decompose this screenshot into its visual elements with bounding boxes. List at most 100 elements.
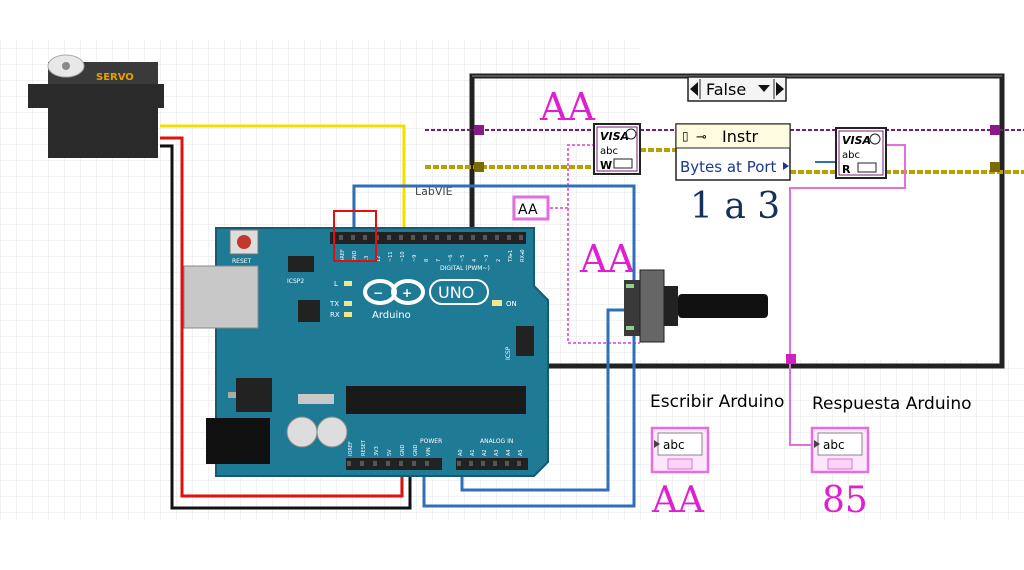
- pot-shaft[interactable]: [678, 294, 768, 318]
- atmega-chip: [346, 386, 526, 414]
- minus-icon: −: [373, 286, 383, 300]
- header-pin[interactable]: [447, 235, 451, 240]
- decrement-arrow-icon[interactable]: [690, 82, 698, 96]
- digital-label: DIGITAL (PWM~): [440, 265, 490, 272]
- read-indicator[interactable]: abc: [810, 426, 870, 474]
- clock-icon: [869, 133, 881, 145]
- header-pin[interactable]: [481, 461, 485, 466]
- icsp2-header: [288, 256, 314, 272]
- header-pin[interactable]: [505, 461, 509, 466]
- capacitor-2: [316, 416, 348, 448]
- annotation-aa-bottom: AA: [651, 480, 705, 521]
- instrument-icon: [857, 162, 877, 173]
- header-pin[interactable]: [469, 461, 473, 466]
- header-pin[interactable]: [373, 461, 377, 466]
- header-pin[interactable]: [493, 461, 497, 466]
- property-node[interactable]: ▯ ⊸ Instr Bytes at Port: [675, 123, 791, 181]
- visa-write-node[interactable]: VISA abc W: [593, 123, 641, 175]
- visa-read-abc: abc: [842, 150, 860, 161]
- pin-label: A4: [506, 449, 512, 456]
- header-pin[interactable]: [363, 235, 367, 240]
- analog-header: [456, 458, 528, 470]
- pin-label: 3V3: [374, 446, 380, 456]
- property-node-item: Bytes at Port: [680, 158, 777, 176]
- string-constant[interactable]: AA: [512, 195, 550, 221]
- pin-label: GND: [352, 250, 358, 262]
- led-on: [492, 300, 502, 306]
- increment-arrow-icon[interactable]: [776, 82, 784, 96]
- potentiometer[interactable]: [624, 269, 768, 343]
- header-pin[interactable]: [457, 461, 461, 466]
- string-constant-value: AA: [518, 202, 538, 218]
- header-pin[interactable]: [339, 235, 343, 240]
- pin-label: 13: [364, 256, 370, 262]
- servo-power-wire: [160, 136, 404, 498]
- crystal: [298, 394, 334, 404]
- visa-read-letter: R: [842, 163, 851, 176]
- highlight-box: [333, 210, 377, 262]
- servo-screw-icon: [62, 62, 70, 70]
- visa-write-title: VISA: [600, 130, 629, 143]
- pin-label: 7: [436, 259, 442, 262]
- header-pin[interactable]: [386, 461, 390, 466]
- header-pin[interactable]: [387, 235, 391, 240]
- instrument-icon: [613, 158, 633, 169]
- header-pin[interactable]: [425, 461, 429, 466]
- tunnel-visa-out: [990, 125, 1000, 135]
- tunnel-error-out: [990, 162, 1000, 172]
- header-pin[interactable]: [412, 461, 416, 466]
- tunnel-error-in: [474, 162, 484, 172]
- case-selector[interactable]: False: [687, 76, 787, 102]
- pot-collar: [664, 286, 678, 326]
- clock-icon: [625, 128, 637, 140]
- input-terminal-icon: [814, 440, 820, 448]
- digital-header-right: [428, 232, 526, 244]
- dropdown-arrow-icon[interactable]: [758, 85, 770, 92]
- servo-motor[interactable]: SERVO: [28, 54, 164, 158]
- pin-label: ~10: [400, 251, 406, 262]
- header-pin[interactable]: [351, 235, 355, 240]
- header-pin[interactable]: [360, 461, 364, 466]
- header-pin[interactable]: [459, 235, 463, 240]
- visa-read-node[interactable]: VISA abc R: [835, 127, 887, 179]
- usb-chip: [298, 300, 320, 322]
- led-rx-label: RX: [330, 311, 340, 319]
- reset-button-cap[interactable]: [237, 235, 251, 249]
- pin-label: A2: [482, 449, 488, 456]
- error-cluster-wire: [425, 148, 1024, 174]
- header-pin[interactable]: [519, 235, 523, 240]
- header-pin[interactable]: [483, 235, 487, 240]
- header-pin[interactable]: [423, 235, 427, 240]
- read-indicator-label: Respuesta Arduino: [812, 394, 972, 414]
- case-structure[interactable]: [469, 73, 1005, 369]
- visa-read-title: VISA: [842, 134, 871, 147]
- pin-label: TX▸1: [508, 250, 514, 263]
- wrench-icon: ⊸: [696, 130, 707, 145]
- power-label: POWER: [420, 438, 442, 445]
- header-pin[interactable]: [517, 461, 521, 466]
- icsp2-label: ICSP2: [287, 278, 304, 285]
- header-pin[interactable]: [495, 235, 499, 240]
- property-node-title: Instr: [722, 127, 758, 146]
- output-terminal-icon: [783, 162, 789, 170]
- header-pin[interactable]: [399, 235, 403, 240]
- header-pin[interactable]: [347, 461, 351, 466]
- pin-label: A5: [518, 449, 524, 456]
- led-l-label: L: [334, 280, 338, 288]
- header-pin[interactable]: [411, 235, 415, 240]
- header-pin[interactable]: [399, 461, 403, 466]
- write-indicator[interactable]: abc: [650, 426, 710, 474]
- led-tx: [344, 301, 352, 306]
- arduino-logo: − +: [363, 279, 425, 305]
- servo-label: SERVO: [96, 72, 134, 83]
- pin-label: A1: [470, 449, 476, 456]
- header-pin[interactable]: [471, 235, 475, 240]
- case-selector-label: False: [706, 80, 746, 99]
- pin-label: A0: [458, 449, 464, 456]
- pin-label: RESET: [361, 439, 367, 456]
- header-pin[interactable]: [435, 235, 439, 240]
- header-pin[interactable]: [507, 235, 511, 240]
